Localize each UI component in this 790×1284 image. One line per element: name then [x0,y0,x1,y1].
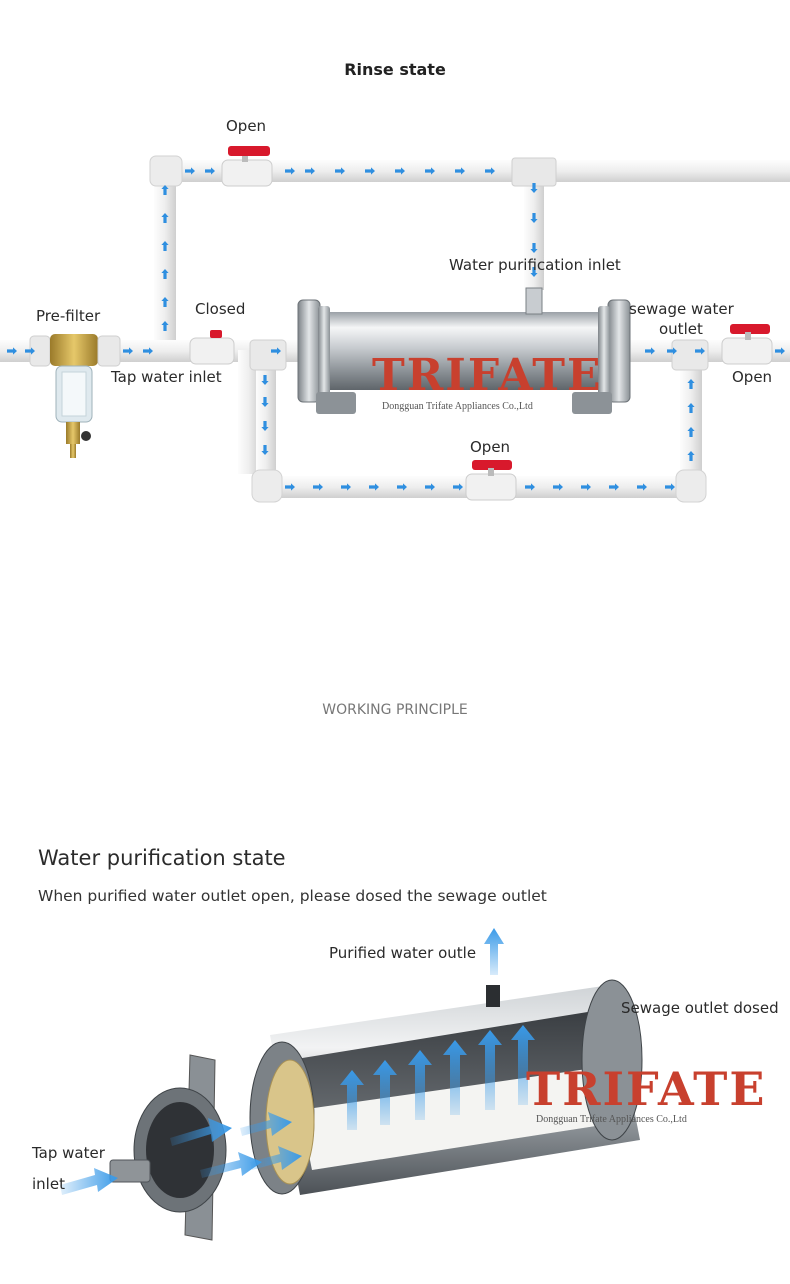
rinse-diagram [0,146,790,503]
label-tap-water: Tap water [32,1144,105,1162]
label-tap-water-inlet: Tap water inlet [111,368,222,386]
label-sewage-closed: Sewage outlet dosed [621,999,779,1017]
brand-sub-purification: Dongguan Trifate Appliances Co.,Ltd [536,1114,687,1125]
label-water-purification-inlet: Water purification inlet [449,256,621,274]
valve-closed [189,330,235,365]
pre-filter [29,334,121,458]
label-purified-outlet: Purified water outle [329,944,477,962]
filter-housing [297,287,631,414]
section-header-working-principle: WORKING PRINCIPLE [322,702,468,718]
label-open-top: Open [226,117,267,135]
rinse-title: Rinse state [344,60,446,79]
valve-open-right [721,324,773,365]
end-cap [109,1054,227,1241]
purification-title: Water purification state [38,846,286,870]
brand-logo-purification: TRIFATE [526,1062,767,1116]
purification-inlet-pipe [524,170,544,290]
valve-open-bottom [465,460,517,501]
label-inlet: inlet [32,1175,65,1193]
label-open-bottom: Open [470,438,511,456]
label-sewage-outlet: outlet [659,320,703,338]
brand-sub-rinse: Dongguan Trifate Appliances Co.,Ltd [382,401,533,412]
label-open-right: Open [732,368,773,386]
left-riser-pipe [154,160,176,350]
label-pre-filter: Pre-filter [36,307,101,325]
label-sewage-water: sewage water [629,300,734,318]
purification-subtitle: When purified water outlet open, please … [38,887,547,905]
brand-logo-rinse: TRIFATE [372,350,603,401]
valve-open-top [221,146,273,187]
top-pipe [160,160,790,182]
label-closed: Closed [195,300,246,318]
